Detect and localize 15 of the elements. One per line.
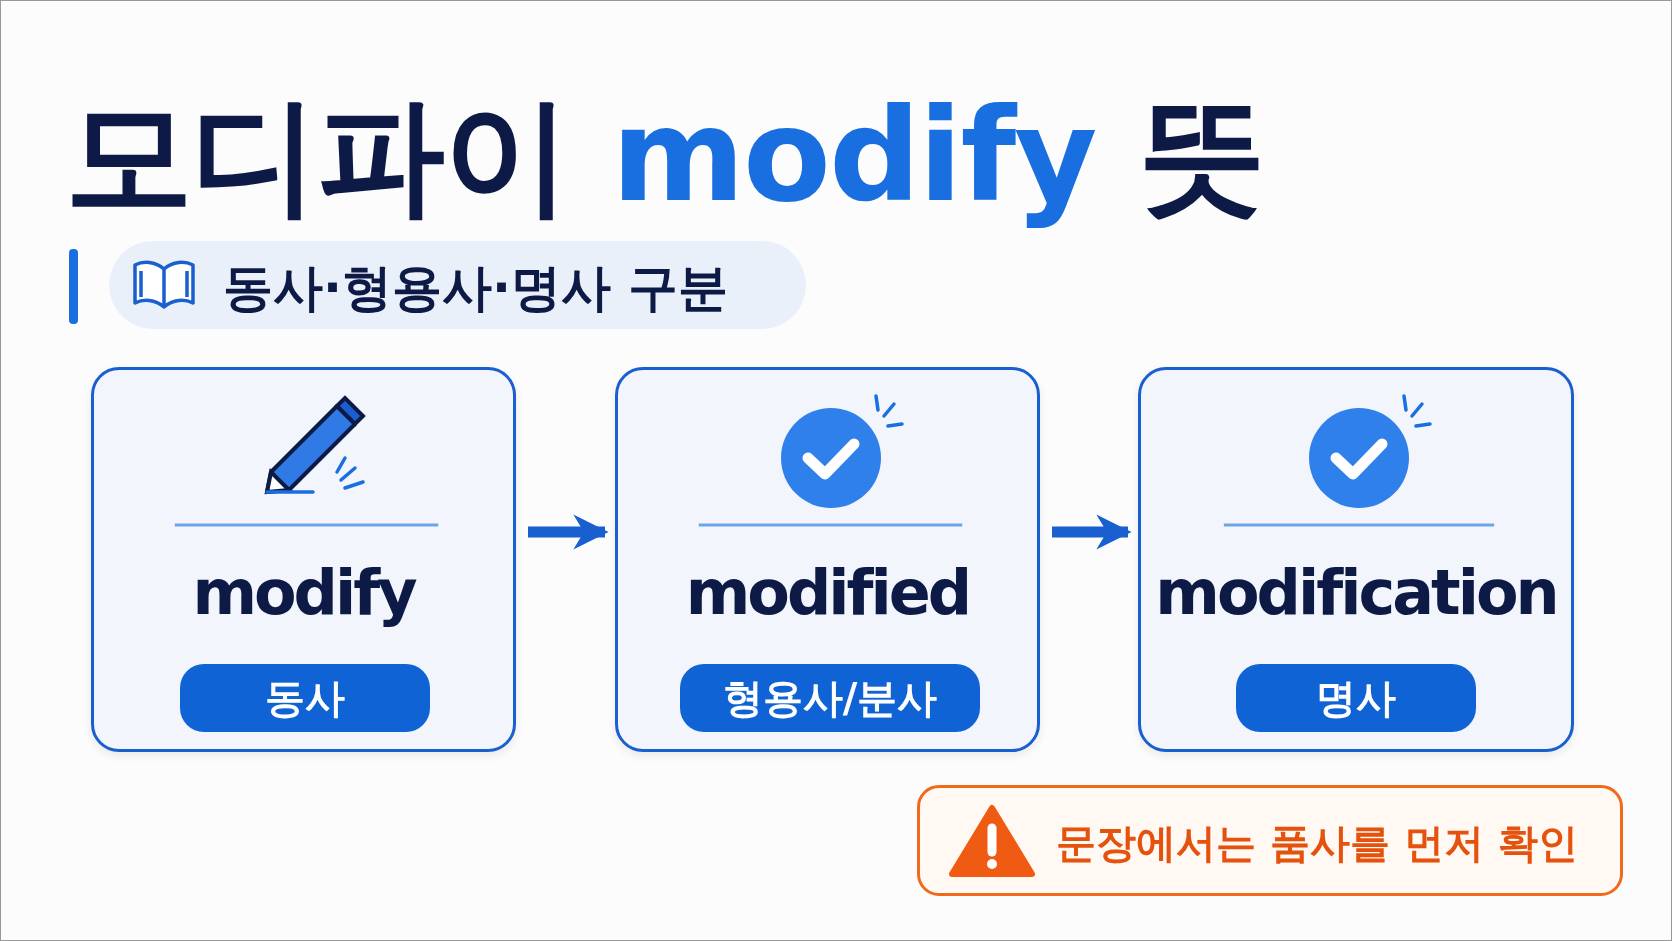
warning-text: 문장에서는 품사를 먼저 확인: [1056, 819, 1578, 868]
part-of-speech-label: 명사: [1236, 664, 1476, 732]
warning-box: [917, 785, 1623, 896]
word: modified: [684, 556, 971, 629]
title: 모디파이 modify 뜻: [65, 80, 1265, 232]
subtitle: 동사·형용사·명사 구분: [223, 258, 729, 319]
arrow: [528, 514, 609, 550]
word-card: [615, 367, 1040, 752]
part-of-speech-label: 동사: [180, 664, 430, 732]
word: modification: [1154, 556, 1558, 629]
arrow: [1052, 514, 1132, 550]
word-card: [1138, 367, 1574, 752]
part-of-speech-label: 형용사/분사: [680, 664, 980, 732]
word-card: [91, 367, 516, 752]
word: modify: [191, 556, 417, 629]
